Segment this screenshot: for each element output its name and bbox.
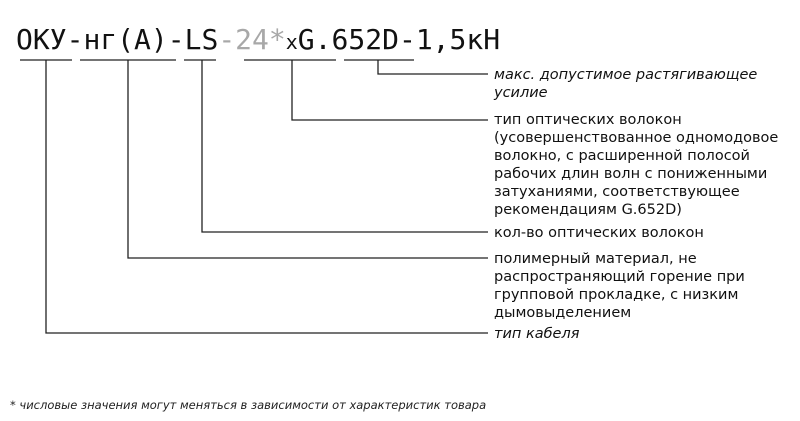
code-x: x <box>285 30 298 54</box>
label-tensile: макс. допустимое растягивающее усилие <box>494 67 758 101</box>
code-dash-2: - <box>167 23 185 56</box>
code-fiber: G.652D <box>297 23 399 56</box>
label-material: полимерный материал, не распространяющий… <box>494 251 745 321</box>
code-ng: нг <box>83 23 118 56</box>
code-a: (А) <box>117 23 168 56</box>
cable-code: ОКУ-нг(А)-LS-24*xG.652D-1,5кН <box>16 24 500 58</box>
label-fiber-count: кол-во оптических волокон <box>494 225 704 241</box>
leader-fiber-count <box>201 60 488 233</box>
footnote: * числовые значения могут меняться в зав… <box>10 398 487 412</box>
code-oku: ОКУ <box>16 23 67 56</box>
code-force: 1,5кН <box>415 23 501 56</box>
code-star: * <box>268 23 286 56</box>
leader-material <box>127 60 488 259</box>
leader-tensile <box>377 60 488 75</box>
leader-fiber-type <box>291 60 488 121</box>
label-fiber-type: тип оптических волокон (усовершенствован… <box>494 112 779 218</box>
label-cable-type: тип кабеля <box>494 326 580 342</box>
code-dash-1: - <box>66 23 84 56</box>
code-count: 24 <box>235 23 269 56</box>
leader-cable-type <box>45 60 488 334</box>
code-ls: LS <box>184 23 219 56</box>
code-dash-3: - <box>218 23 236 56</box>
code-dash-4: - <box>398 23 416 56</box>
